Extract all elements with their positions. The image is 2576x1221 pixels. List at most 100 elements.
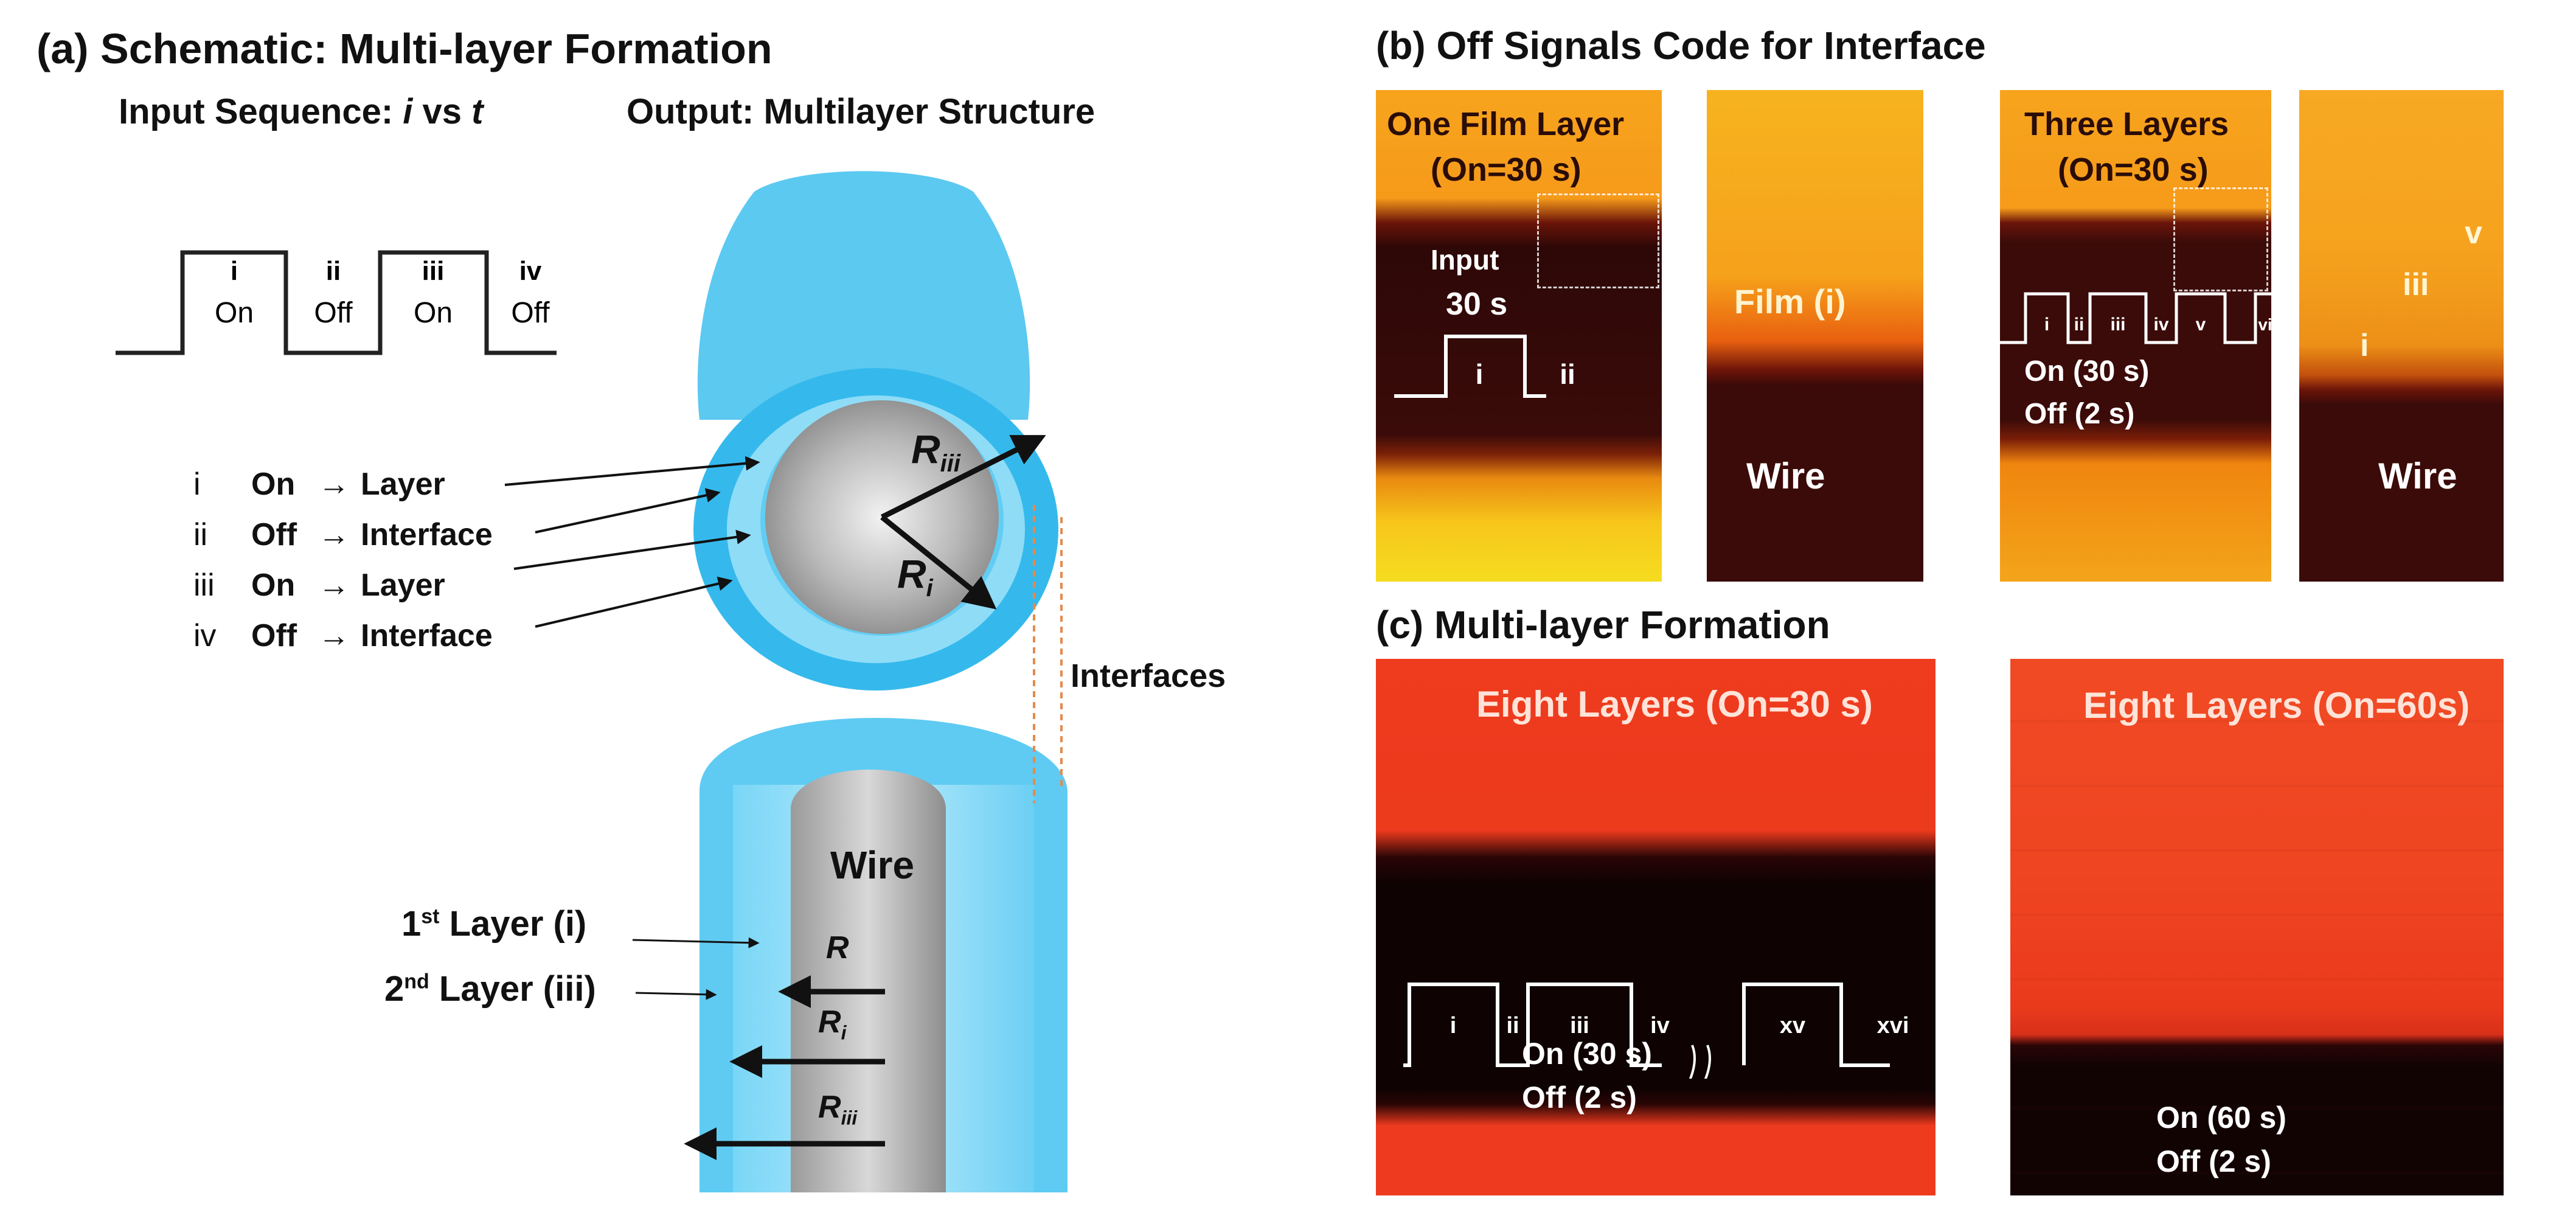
radius-inner-sub: i bbox=[926, 575, 933, 602]
layer2-label: 2nd Layer (iii) bbox=[384, 969, 596, 1009]
mapping-num: iii bbox=[193, 568, 215, 603]
mapping-state: Off bbox=[251, 618, 297, 653]
b4-label-i: i bbox=[2360, 328, 2369, 363]
mapping-result: Interface bbox=[361, 618, 493, 653]
c1-pulse-label: iv bbox=[1650, 1013, 1670, 1038]
c1-pulse-label: xvi bbox=[1877, 1013, 1909, 1038]
layer2-sup: nd bbox=[404, 970, 429, 993]
b1-time-label: 30 s bbox=[1446, 287, 1508, 322]
input-waveform: i On ii Off iii On iv Off bbox=[116, 250, 557, 355]
layer1-num: 1 bbox=[401, 904, 422, 944]
radius-outer-r: R bbox=[911, 426, 940, 471]
b3-title-line2: (On=30 s) bbox=[2058, 151, 2209, 188]
riii-r: R bbox=[818, 1090, 841, 1125]
b3-zoom-box bbox=[2173, 187, 2268, 291]
b2-wire-label: Wire bbox=[1746, 456, 1825, 496]
b-image-three-layers-zoom: v iii i Wire bbox=[2299, 90, 2504, 582]
layer2-pointer-arrow bbox=[635, 989, 717, 1000]
mapping-num: iv bbox=[193, 618, 217, 653]
input-sequence-t: t bbox=[471, 92, 484, 131]
b-image-film: Film (i) Wire bbox=[1707, 90, 1923, 582]
b1-zoom-box bbox=[1537, 193, 1659, 288]
waveform-num-4: iv bbox=[519, 256, 542, 286]
c1-pulse-label: xv bbox=[1780, 1013, 1805, 1038]
b3-pulse-label: iv bbox=[2153, 315, 2168, 335]
input-sequence-label: Input Sequence: i vs t bbox=[119, 91, 483, 132]
c2-on-label: On (60 s) bbox=[2156, 1101, 2286, 1135]
tube-top bbox=[693, 171, 1058, 691]
input-sequence-vs: vs bbox=[412, 92, 472, 131]
layer1-pointer-arrow bbox=[632, 937, 760, 948]
arrow-right-icon: → bbox=[318, 568, 350, 603]
b4-wire-label: Wire bbox=[2378, 456, 2457, 496]
radius-inner-r: R bbox=[897, 551, 926, 596]
c2-off-label: Off (2 s) bbox=[2156, 1144, 2271, 1178]
c-image-eight-layers-30s: Eight Layers (On=30 s) i ii iii iv xv xv… bbox=[1376, 659, 1935, 1195]
mapping-row-1: i On → Layer bbox=[193, 459, 493, 510]
mapping-row-4: iv Off → Interface bbox=[193, 611, 493, 661]
b3-pulse-train: i ii iii iv v vi bbox=[2000, 292, 2271, 344]
mapping-state: On bbox=[251, 467, 296, 502]
waveform-state-1: On bbox=[215, 297, 254, 329]
c1-pulse-label: ii bbox=[1506, 1013, 1519, 1038]
c1-pulse-train: i ii iii iv xv xvi bbox=[1403, 983, 1909, 1079]
b3-title-line1: Three Layers bbox=[2024, 106, 2229, 142]
b4-label-v: v bbox=[2465, 215, 2482, 251]
radius-outer-label: Riii bbox=[911, 426, 960, 478]
layer2-text: Layer (iii) bbox=[429, 969, 596, 1009]
waveform-num-3: iii bbox=[422, 256, 445, 286]
leader-arrow bbox=[504, 456, 760, 486]
ri-label: Ri bbox=[818, 1004, 846, 1044]
layer1-text: Layer (i) bbox=[439, 904, 587, 944]
leader-arrow bbox=[535, 488, 721, 534]
mapping-result: Layer bbox=[361, 467, 445, 502]
b3-off-label: Off (2 s) bbox=[2024, 398, 2135, 430]
b2-film-label: Film (i) bbox=[1734, 282, 1846, 321]
b1-pulse-ii: ii bbox=[1560, 358, 1575, 390]
radius-outer-arrow bbox=[880, 435, 1046, 520]
multilayer-illustration bbox=[504, 171, 1068, 1192]
layer1-sup: st bbox=[421, 905, 440, 928]
b1-title-line1: One Film Layer bbox=[1387, 106, 1625, 142]
mapping-row-3: iii On → Layer bbox=[193, 560, 493, 611]
panel-a-title: (a) Schematic: Multi-layer Formation bbox=[36, 25, 772, 72]
c-image-eight-layers-60s: Eight Layers (On=60s) On (60 s) Off (2 s… bbox=[2010, 659, 2504, 1195]
b1-pulse-i: i bbox=[1476, 358, 1484, 390]
leader-arrow bbox=[513, 529, 751, 570]
ri-r: R bbox=[818, 1004, 841, 1040]
b-image-one-layer: One Film Layer (On=30 s) Input 30 s i ii bbox=[1376, 90, 1662, 582]
mapping-state: Off bbox=[251, 517, 297, 552]
b1-pulse: i ii bbox=[1394, 335, 1575, 398]
riii-label: Riii bbox=[818, 1089, 857, 1129]
c1-pulse-label: i bbox=[1450, 1013, 1457, 1038]
mapping-state: On bbox=[251, 568, 296, 603]
b3-pulse-label: v bbox=[2196, 315, 2206, 335]
output-label: Output: Multilayer Structure bbox=[627, 92, 1095, 131]
input-sequence-label-text: Input Sequence: bbox=[119, 92, 403, 131]
mapping-num: ii bbox=[193, 517, 208, 552]
c2-title: Eight Layers (On=60s) bbox=[2083, 685, 2470, 726]
waveform-state-3: On bbox=[414, 297, 453, 329]
interfaces-label: Interfaces bbox=[1071, 658, 1226, 694]
arrow-right-icon: → bbox=[318, 467, 350, 502]
b1-input-label: Input bbox=[1431, 244, 1499, 276]
r-label: R bbox=[826, 930, 849, 965]
arrow-right-icon: → bbox=[318, 618, 350, 653]
b-image-three-layers: Three Layers (On=30 s) i ii iii iv v vi … bbox=[2000, 90, 2271, 582]
mapping-result: Layer bbox=[361, 568, 445, 603]
b3-pulse-label: i bbox=[2044, 315, 2049, 335]
radius-inner-arrow bbox=[880, 515, 997, 610]
tube-bottom bbox=[700, 718, 1068, 1192]
mapping-result: Interface bbox=[361, 517, 493, 552]
layer1-label: 1st Layer (i) bbox=[401, 903, 586, 944]
mapping-num: i bbox=[193, 467, 201, 502]
ri-sub: i bbox=[841, 1021, 847, 1044]
panel-b-title: (b) Off Signals Code for Interface bbox=[1376, 24, 1986, 68]
b3-pulse-label: iii bbox=[2110, 315, 2125, 335]
c1-title: Eight Layers (On=30 s) bbox=[1476, 684, 1873, 725]
waveform-state-4: Off bbox=[511, 297, 550, 329]
waveform-state-2: Off bbox=[314, 297, 353, 329]
c1-off-label: Off (2 s) bbox=[1522, 1080, 1637, 1115]
